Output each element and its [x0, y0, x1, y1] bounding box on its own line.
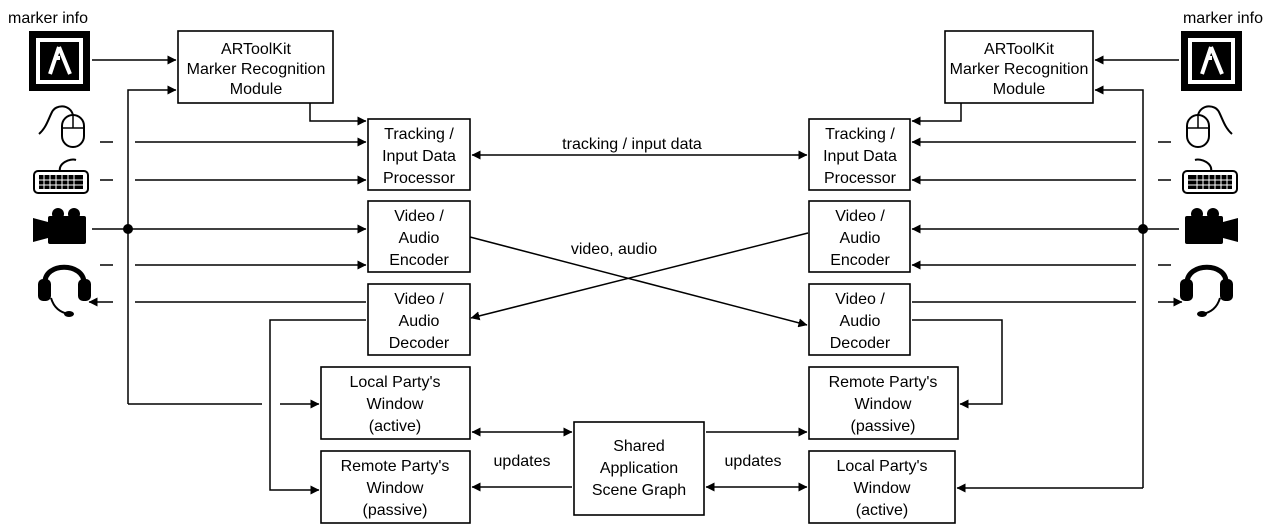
marker-icon-right: [1181, 31, 1242, 91]
junction-dot-right: [1138, 224, 1148, 234]
svg-text:Scene Graph: Scene Graph: [592, 482, 686, 499]
connector-lines: [88, 55, 1183, 495]
marker-info-label-right: marker info: [1183, 10, 1263, 27]
svg-text:Application: Application: [600, 460, 678, 477]
headset-icon: [38, 264, 91, 317]
svg-text:Remote Party's: Remote Party's: [829, 374, 938, 391]
video-audio-encoder-left: Video / Audio Encoder: [367, 200, 471, 273]
keyboard-icon-right: [1182, 158, 1238, 194]
updates-label-right: updates: [725, 453, 782, 470]
svg-text:Window: Window: [367, 480, 424, 497]
svg-text:Video /: Video /: [394, 208, 444, 225]
svg-text:Tracking /: Tracking /: [825, 126, 895, 143]
svg-text:Window: Window: [367, 396, 424, 413]
tracking-processor-right: Tracking / Input Data Processor: [808, 118, 911, 191]
remote-party-window-left: Remote Party's Window (passive): [320, 450, 471, 524]
svg-text:Audio: Audio: [840, 313, 881, 330]
marker-icon: [29, 31, 90, 91]
svg-text:Input Data: Input Data: [382, 148, 456, 165]
svg-text:Processor: Processor: [383, 170, 456, 187]
svg-text:Local Party's: Local Party's: [836, 458, 927, 475]
svg-text:Module: Module: [230, 81, 283, 98]
svg-text:Remote Party's: Remote Party's: [341, 458, 450, 475]
svg-text:Audio: Audio: [399, 230, 440, 247]
keyboard-icon: [33, 158, 89, 194]
local-party-window-left: Local Party's Window (active): [320, 366, 471, 440]
video-audio-decoder-right: Video / Audio Decoder: [808, 283, 911, 356]
tracking-input-data-label: tracking / input data: [562, 136, 702, 153]
video-camera-icon-right: [1185, 208, 1238, 244]
svg-text:Video /: Video /: [394, 291, 444, 308]
shared-scene-graph: Shared Application Scene Graph: [573, 421, 705, 516]
svg-text:Encoder: Encoder: [830, 252, 890, 269]
svg-text:Tracking /: Tracking /: [384, 126, 454, 143]
svg-text:(passive): (passive): [851, 418, 916, 435]
video-audio-encoder-right: Video / Audio Encoder: [808, 200, 911, 273]
tracking-processor-left: Tracking / Input Data Processor: [367, 118, 471, 191]
svg-text:Audio: Audio: [840, 230, 881, 247]
svg-text:Input Data: Input Data: [823, 148, 897, 165]
svg-text:Video /: Video /: [835, 208, 885, 225]
svg-text:Video /: Video /: [835, 291, 885, 308]
svg-text:Encoder: Encoder: [389, 252, 449, 269]
updates-label-left: updates: [494, 453, 551, 470]
marker-glyph-right: [1200, 46, 1224, 75]
svg-text:Marker Recognition: Marker Recognition: [950, 61, 1089, 78]
svg-text:Processor: Processor: [824, 170, 897, 187]
svg-text:Decoder: Decoder: [389, 335, 450, 352]
svg-text:Module: Module: [993, 81, 1046, 98]
marker-info-label-left: marker info: [8, 10, 88, 27]
artoolkit-module-right: ARToolKit Marker Recognition Module: [944, 30, 1094, 104]
svg-text:ARToolKit: ARToolKit: [984, 41, 1055, 58]
svg-text:Marker Recognition: Marker Recognition: [187, 61, 326, 78]
mouse-icon: [38, 105, 85, 148]
svg-text:Window: Window: [855, 396, 912, 413]
svg-text:Shared: Shared: [613, 438, 665, 455]
svg-text:Window: Window: [854, 480, 911, 497]
svg-text:Audio: Audio: [399, 313, 440, 330]
video-audio-decoder-left: Video / Audio Decoder: [367, 283, 471, 356]
junction-dot-left: [123, 224, 133, 234]
svg-text:Local Party's: Local Party's: [349, 374, 440, 391]
svg-text:ARToolKit: ARToolKit: [221, 41, 292, 58]
svg-text:(active): (active): [369, 418, 421, 435]
local-party-window-right: Local Party's Window (active): [808, 450, 956, 524]
headset-icon-right: [1180, 264, 1233, 317]
remote-party-window-right: Remote Party's Window (passive): [808, 366, 959, 440]
svg-text:(passive): (passive): [363, 502, 428, 519]
video-audio-label: video, audio: [571, 241, 657, 258]
mouse-icon-right: [1186, 105, 1233, 148]
svg-text:Decoder: Decoder: [830, 335, 891, 352]
svg-text:(active): (active): [856, 502, 908, 519]
artoolkit-module-left: ARToolKit Marker Recognition Module: [177, 30, 334, 104]
video-camera-icon: [33, 208, 86, 244]
